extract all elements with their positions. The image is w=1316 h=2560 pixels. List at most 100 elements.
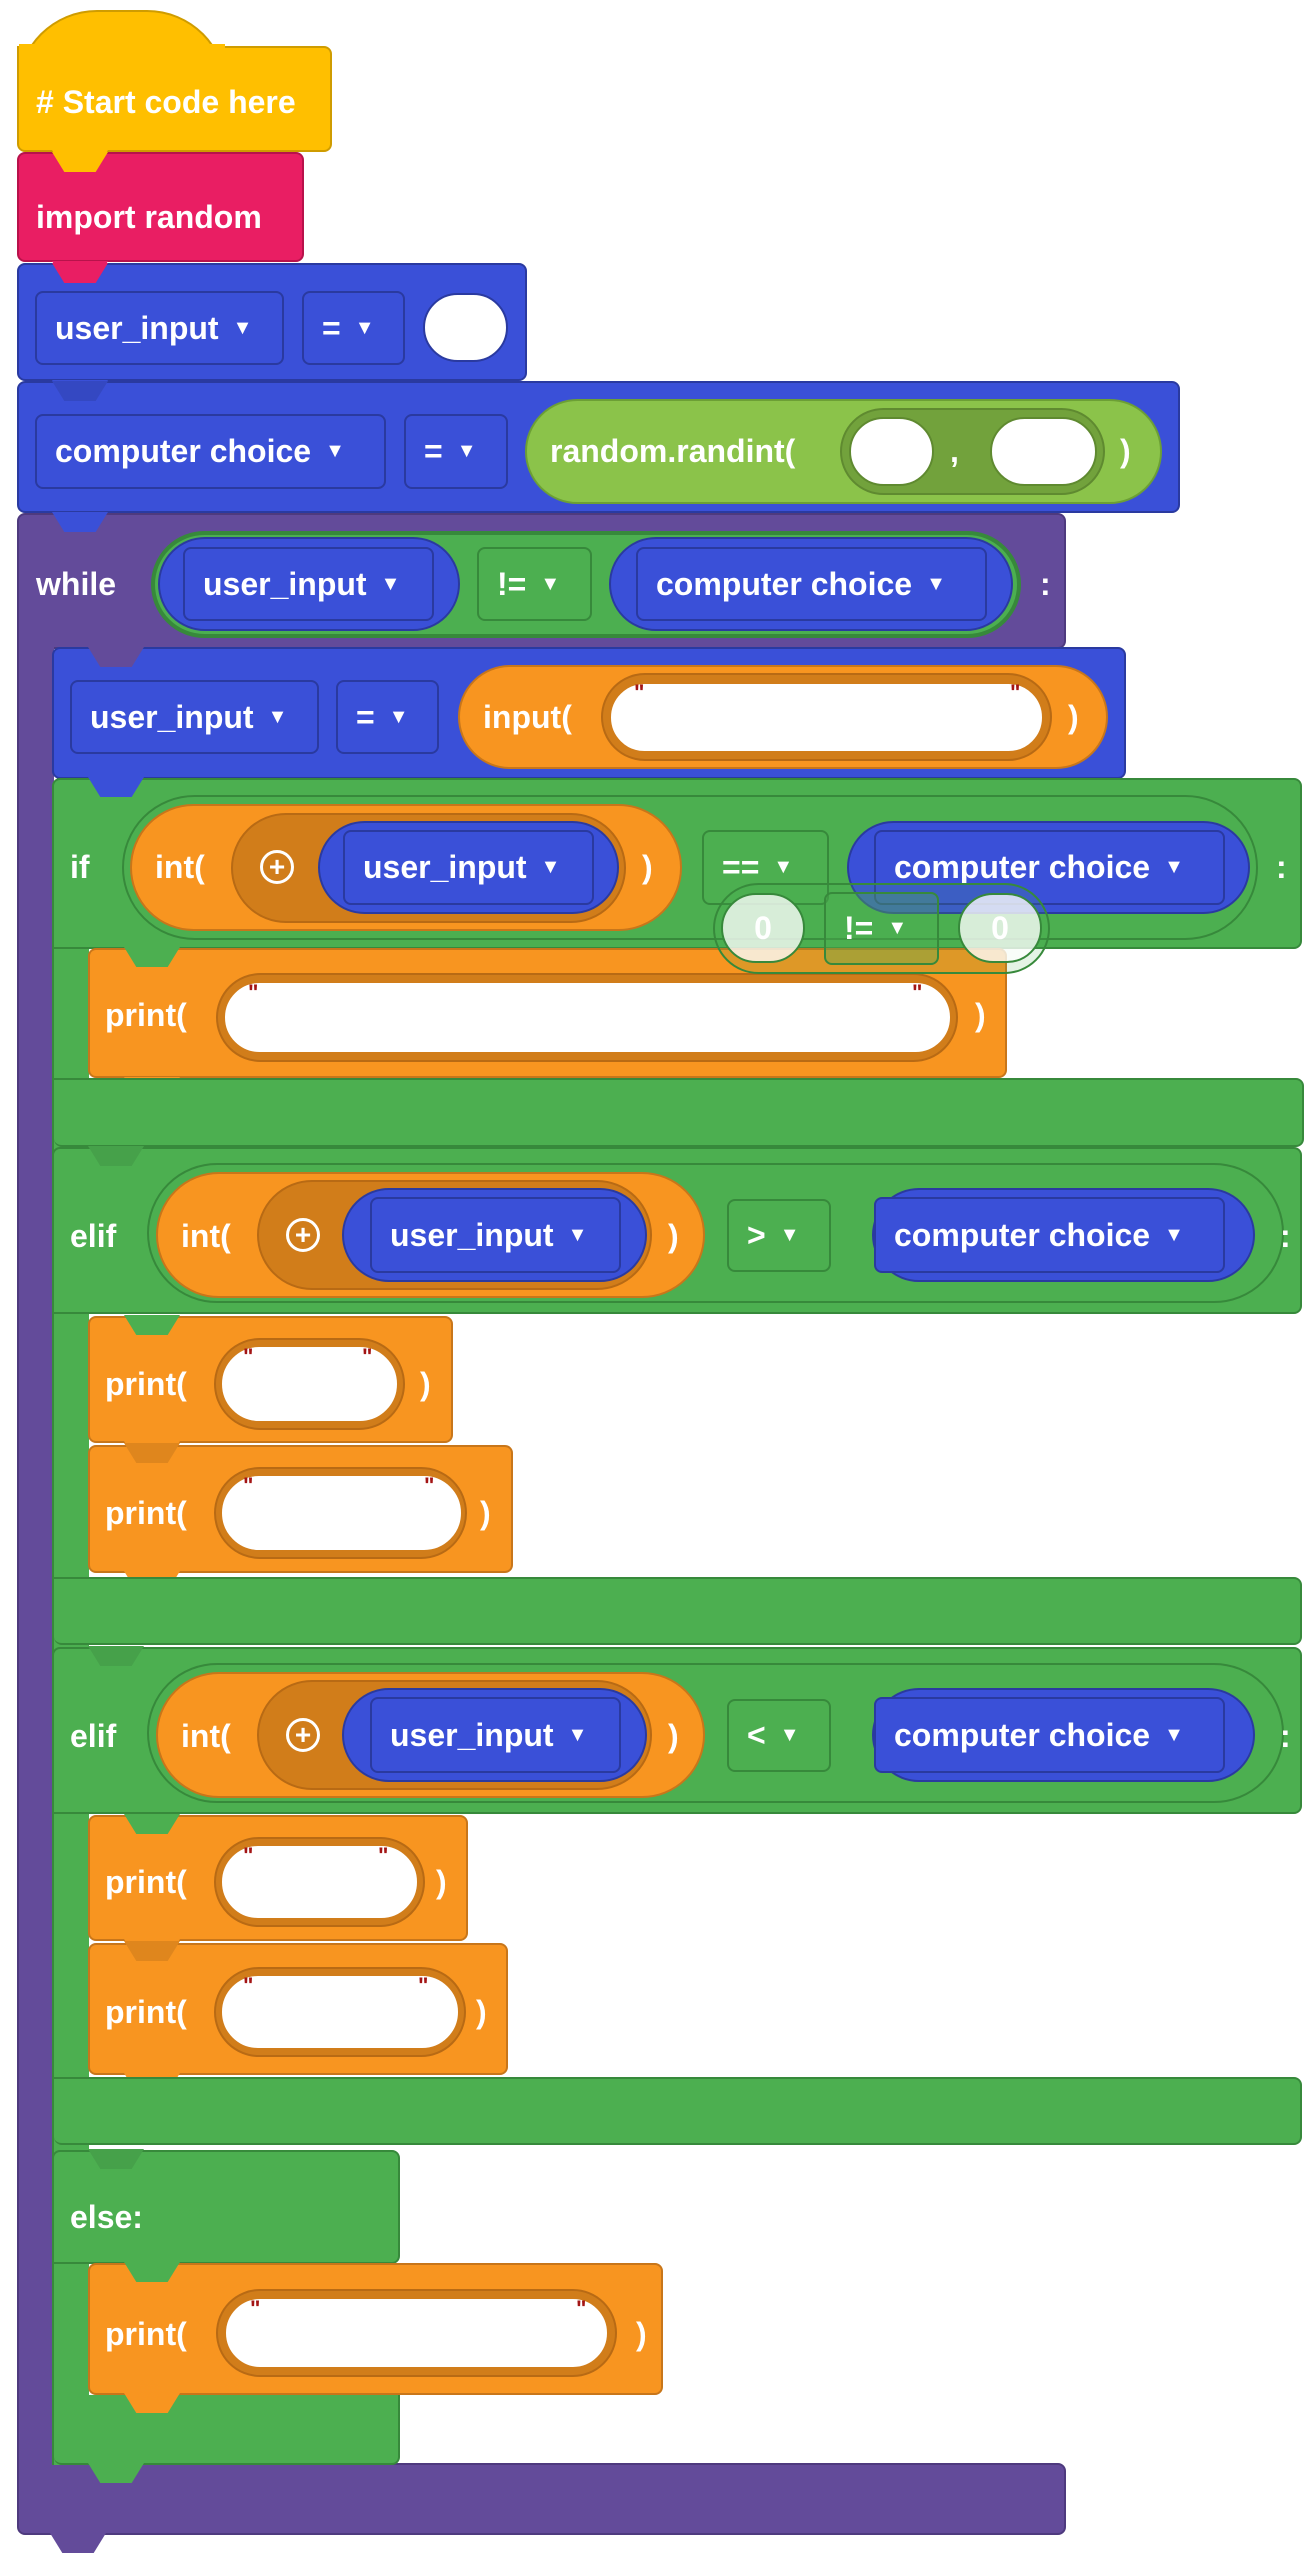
operator: != [497,565,527,602]
randint-min-input[interactable] [849,417,934,486]
if-footer [54,1078,1304,1147]
variable-dropdown[interactable]: user_input▼ [183,547,434,621]
close-quote: " [912,980,923,1005]
print-label: print( [105,1993,187,2030]
open-quote: " [250,2296,261,2321]
close-paren: ) [975,996,986,1033]
operator-dropdown[interactable]: =▼ [404,414,508,489]
block-tab [124,2393,180,2413]
operator-dropdown[interactable]: =▼ [302,291,405,365]
close-paren: ) [436,1863,447,1900]
ghost-right-value[interactable]: 0 [958,893,1042,963]
variable-dropdown[interactable]: computer choice▼ [35,414,386,489]
start-code-label: # Start code here [36,83,296,120]
close-quote: " [362,1344,373,1369]
caret-down-icon: ▼ [567,1223,588,1246]
variable-dropdown[interactable]: user_input▼ [70,680,319,754]
close-paren: ) [668,1217,679,1254]
caret-down-icon: ▼ [540,572,561,595]
variable-dropdown[interactable]: computer choice▼ [874,830,1225,905]
randint-label: random.randint( [550,432,796,469]
open-quote: " [634,680,645,705]
block-tab [124,2262,180,2282]
print-text-input[interactable] [225,983,950,1052]
variable-name: computer choice [894,1716,1151,1753]
caret-down-icon: ▼ [1164,1723,1184,1746]
variable-dropdown[interactable]: user_input ▼ [370,1197,621,1273]
elif-keyword: elif [70,1717,117,1754]
operator: = [424,433,443,469]
colon: : [1280,1217,1291,1254]
elif-condition[interactable] [147,1663,1284,1803]
int-label: int( [181,1717,231,1754]
variable-dropdown[interactable]: user_input▼ [35,291,284,365]
block-tab [124,947,180,967]
close-paren: ) [1120,432,1131,469]
variable-dropdown[interactable]: user_input▼ [370,1697,621,1773]
prompt-text-input[interactable] [611,684,1042,751]
caret-down-icon: ▼ [567,1723,588,1746]
elif-condition[interactable] [147,1163,1284,1303]
caret-down-icon: ▼ [887,917,908,939]
print-label: print( [105,2315,187,2352]
close-paren: ) [480,1494,491,1531]
circle-plus-icon[interactable]: + [286,1718,320,1752]
block-tab [52,263,108,283]
print-text-input[interactable] [222,1976,458,2048]
value-input[interactable] [423,293,508,362]
print-text-input[interactable] [226,2299,607,2367]
variable-dropdown[interactable]: user_input▼ [343,830,594,905]
block-tab [88,2149,144,2169]
open-quote: " [248,980,259,1005]
else-footer [54,2395,400,2465]
print-text-input[interactable] [222,1476,461,1550]
variable-name: user_input [55,309,219,346]
close-paren: ) [420,1365,431,1402]
variable-dropdown[interactable]: computer choice▼ [636,547,987,621]
int-label: int( [155,848,205,885]
block-tab [88,2463,144,2483]
block-tab [88,1646,144,1666]
comparison-dropdown[interactable]: != ▼ [477,547,592,621]
while-rail [17,640,54,2480]
block-tab [124,1941,180,1961]
operator: == [722,849,760,885]
input-label: input( [483,698,572,735]
comma: , [950,432,959,469]
if-condition[interactable] [122,795,1258,940]
variable-name: computer choice [894,1216,1151,1253]
int-label: int( [181,1217,231,1254]
circle-plus-icon[interactable]: + [260,850,294,884]
comparison-dropdown[interactable]: <▼ [727,1699,831,1772]
block-tab [50,2533,106,2553]
colon: : [1276,848,1287,885]
block-tab [88,777,144,797]
caret-down-icon: ▼ [325,440,345,462]
comparison-dropdown[interactable]: >▼ [727,1199,831,1272]
else-keyword: else: [70,2198,143,2235]
close-paren: ) [636,2315,647,2352]
operator-dropdown[interactable]: =▼ [336,680,439,754]
print-text-input[interactable] [222,1347,397,1421]
print-text-input[interactable] [222,1846,417,1918]
close-quote: " [424,1473,435,1498]
ghost-operator-dropdown[interactable]: !=▼ [824,892,939,965]
open-quote: " [243,1973,254,1998]
ghost-left-value[interactable]: 0 [721,893,805,963]
randint-max-input[interactable] [990,417,1097,486]
operator: < [747,1717,766,1753]
print-label: print( [105,1494,187,1531]
variable-name: user_input [363,849,527,885]
ghost-left-text: 0 [754,909,772,946]
caret-down-icon: ▼ [267,705,288,728]
while-keyword: while [36,565,117,602]
circle-plus-icon[interactable]: + [286,1218,320,1252]
variable-name: user_input [390,1216,554,1253]
variable-dropdown[interactable]: computer choice▼ [874,1197,1225,1273]
caret-down-icon: ▼ [773,856,794,878]
elif-keyword: elif [70,1217,117,1254]
start-code-block[interactable] [17,46,332,152]
variable-dropdown[interactable]: computer choice ▼ [874,1697,1225,1773]
colon: : [1040,565,1051,602]
else-block[interactable] [52,2150,400,2264]
